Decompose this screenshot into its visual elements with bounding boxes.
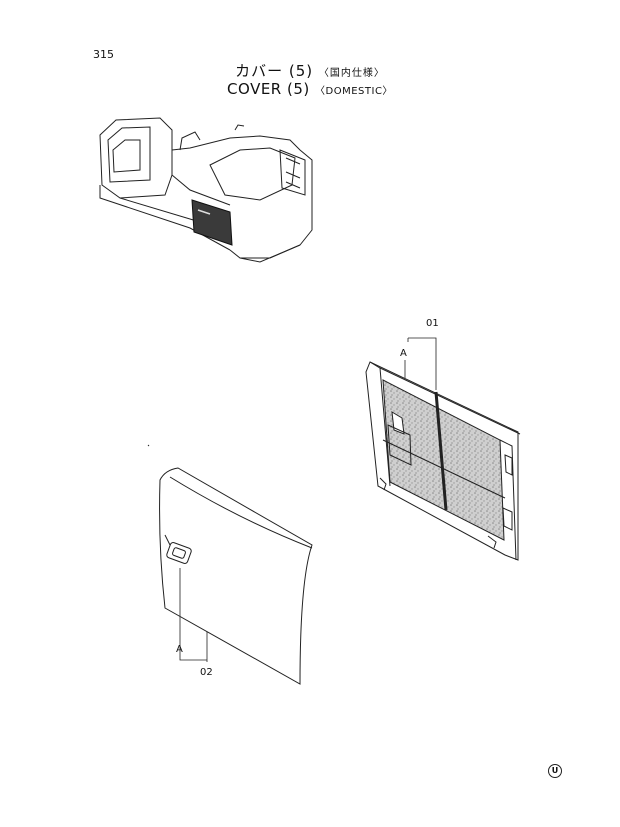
title-japanese-note: 〈国内仕様〉 xyxy=(318,68,385,79)
callout-ref-a-upper: A xyxy=(400,348,407,359)
overview-highlighted-cover xyxy=(191,199,233,246)
page-number: 315 xyxy=(93,48,114,61)
title-english-line: COVER (5) 〈DOMESTIC〉 xyxy=(0,80,620,98)
circled-mark: U xyxy=(548,764,562,778)
frame-panel-01 xyxy=(365,361,521,561)
callout-part-01: 01 xyxy=(426,318,439,329)
cover-panel-02 xyxy=(159,467,313,685)
excavator-overview xyxy=(99,117,313,263)
leader-lines-01 xyxy=(404,337,437,390)
callout-part-02: 02 xyxy=(200,667,213,678)
callout-ref-a-lower: A xyxy=(176,644,183,655)
title-japanese-line: カバー (5) 〈国内仕様〉 xyxy=(0,60,620,81)
leader-lines-02 xyxy=(179,568,208,662)
title-english-note: 〈DOMESTIC〉 xyxy=(315,86,393,97)
title-english: COVER (5) xyxy=(227,80,310,98)
title-japanese: カバー (5) xyxy=(235,62,314,80)
